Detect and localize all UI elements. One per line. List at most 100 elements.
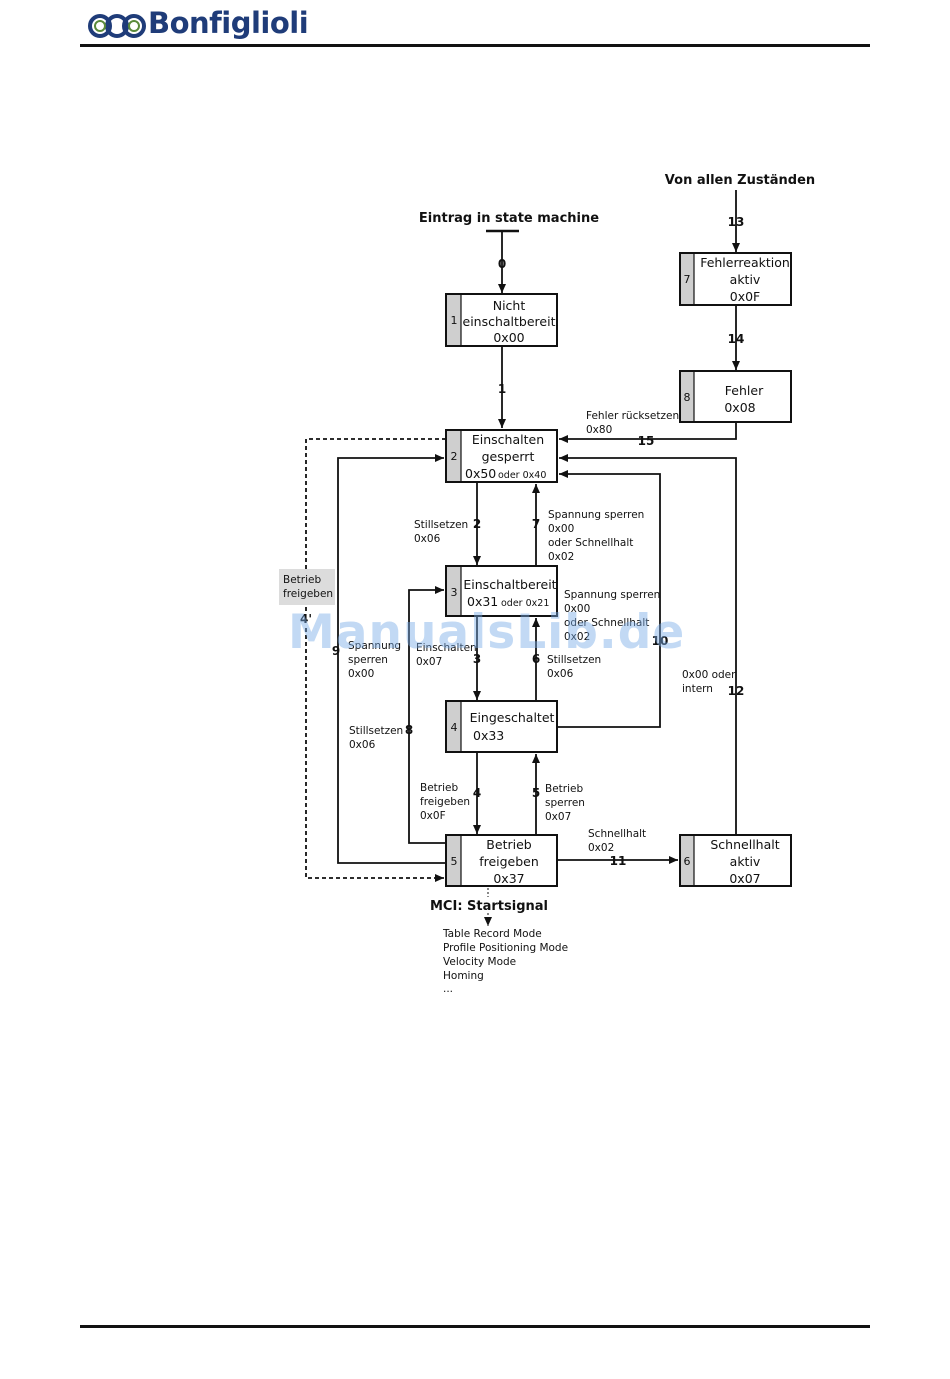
transition-4: 4 [473,786,481,800]
state-4-id: 4 [451,721,458,734]
state-8-line1: Fehler [725,383,764,398]
state-2-line4: oder 0x40 [498,470,546,481]
arrow-t9 [337,454,446,864]
transition-14: 14 [728,332,745,346]
arrow-t12 [559,454,737,835]
spannung-10-line4: 0x02 [564,631,590,643]
state-8-box: 8 Fehler 0x08 [679,370,792,423]
einschalten-3-label: Einschalten [416,642,477,654]
betrieb-freigeben-4-line1: Betrieb [420,782,458,794]
intern-12-line2: intern [682,683,713,695]
state-2-id: 2 [451,450,458,463]
state-4-line2: 0x33 [473,728,504,743]
betrieb-freigeben-4-line2: freigeben [420,796,470,808]
state-4-line1: Eingeschaltet [470,710,555,725]
transition-6: 6 [532,652,540,666]
state-1-line3: 0x00 [493,330,524,345]
spannung-7-line4: 0x02 [548,551,574,563]
state-1-box: 1 Nicht einschaltbereit 0x00 [445,293,558,347]
state-7-line2: aktiv [730,272,761,287]
transition-13: 13 [728,215,745,229]
state-6-box: 6 Schnellhalt aktiv 0x07 [679,834,792,887]
einschalten-3-code: 0x07 [416,656,442,668]
betrieb-freigeben-4p-line2: freigeben [283,588,333,600]
spannung-10-line3: oder Schnellhalt [564,617,649,629]
mode-3: Velocity Mode [443,956,516,968]
state-8-line2: 0x08 [724,400,755,415]
state-2-line1: Einschalten [472,432,544,447]
schnellhalt-11-code: 0x02 [588,842,614,854]
transition-10: 10 [652,634,669,648]
spannung-7-line3: oder Schnellhalt [548,537,633,549]
transition-11: 11 [610,854,627,868]
mode-1: Table Record Mode [442,928,542,940]
spannung-10-line2: 0x00 [564,603,590,615]
state-8-id: 8 [684,391,691,404]
header-rule [80,44,870,47]
state-2-line3: 0x50 [465,466,496,481]
spannung-9-line2: sperren [348,654,388,666]
transition-4-prime: 4' [300,612,312,626]
stillsetzen-8-code: 0x06 [349,739,376,751]
state-1-line1: Nicht [493,298,526,313]
stillsetzen-6-label: Stillsetzen [547,654,601,666]
state-3-box: 3 Einschaltbereit 0x31 oder 0x21 [445,565,558,617]
state-7-line1: Fehlerreaktion [700,255,790,270]
spannung-7-line1: Spannung sperren [548,509,644,521]
intern-12-line1: 0x00 oder [682,669,736,681]
state-5-id: 5 [451,855,458,868]
state-1-line2: einschaltbereit [463,314,556,329]
state-7-box: 7 Fehlerreaktion aktiv 0x0F [679,252,792,306]
betrieb-freigeben-4-line3: 0x0F [420,810,446,822]
arrow-t10 [557,470,661,728]
betrieb-freigeben-4p-line1: Betrieb [283,574,321,586]
state-3-id: 3 [451,586,458,599]
transition-0: 0 [498,257,506,271]
state-5-line3: 0x37 [493,871,524,886]
mode-4: Homing [443,970,484,982]
transition-2: 2 [473,517,481,531]
from-all-states-label: Von allen Zuständen [665,173,815,188]
arrow-t8 [408,586,446,844]
t4p-label-bg [297,612,317,626]
state-6-line3: 0x07 [729,871,760,886]
watermark: ManualsLib.de [288,605,686,660]
betrieb-freigeben-4p-box [279,569,335,605]
entry-label: Eintrag in state machine [419,211,599,226]
betrieb-sperren-5-line1: Betrieb [545,783,583,795]
footer-rule [80,1325,870,1328]
spannung-7-line2: 0x00 [548,523,574,535]
state-6-line2: aktiv [730,854,761,869]
state-6-line1: Schnellhalt [710,837,779,852]
spannung-9-line1: Spannung [348,640,401,652]
stillsetzen-2-label: Stillsetzen [414,519,468,531]
state-5-line1: Betrieb [486,837,531,852]
mci-label: MCI: Startsignal [430,899,548,914]
state-3-line1: Einschaltbereit [463,577,556,592]
fehler-ruecksetzen-label: Fehler rücksetzen [586,410,679,422]
page-header: Bonfiglioli [0,0,950,50]
bonfiglioli-logo-icon [88,14,146,38]
state-5-box: 5 Betrieb freigeben 0x37 [445,834,558,887]
arrow-t4-prime [305,438,446,882]
state-3-line2: 0x31 [467,594,498,609]
state-6-id: 6 [684,855,691,868]
arrow-t15 [559,422,737,443]
transition-1: 1 [498,382,506,396]
brand-name: Bonfiglioli [148,6,309,40]
spannung-10-line1: Spannung sperren [564,589,660,601]
transition-7: 7 [532,517,540,531]
state-7-line3: 0x0F [730,289,761,304]
schnellhalt-11-label: Schnellhalt [588,828,646,840]
state-2-line2: gesperrt [482,449,535,464]
state-1-id: 1 [451,314,458,327]
transition-5: 5 [532,786,540,800]
transition-12: 12 [728,684,745,698]
mode-2: Profile Positioning Mode [443,942,568,954]
transition-3: 3 [473,652,481,666]
transition-15: 15 [638,434,655,448]
mode-5: ... [443,983,453,995]
state-7-id: 7 [684,273,691,286]
betrieb-sperren-5-line3: 0x07 [545,811,571,823]
